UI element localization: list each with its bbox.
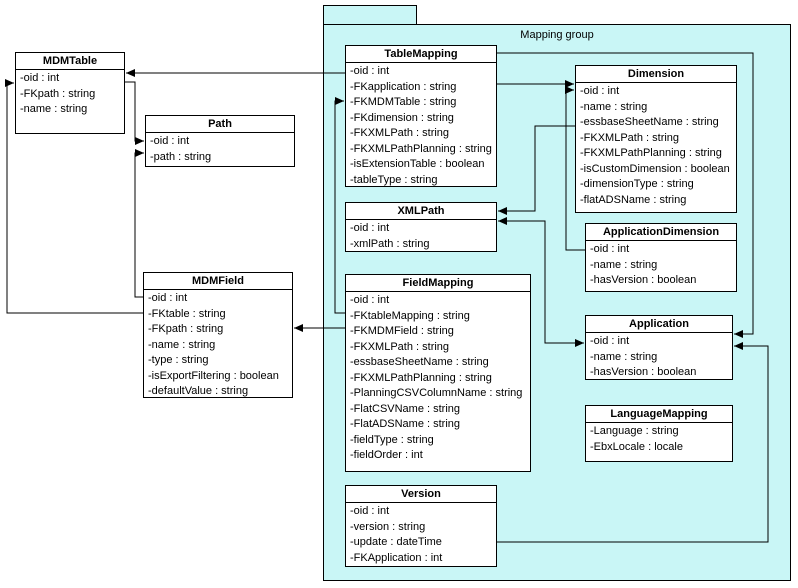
class-attribute: -FKtableMapping : string [350,309,470,322]
class-attribute: -version : string [350,520,426,533]
class-attribute: -oid : int [20,72,60,84]
mapping-group-package-tab[interactable] [323,5,417,25]
class-attributes: -oid : int -FKtable : string -FKpath : str… [144,290,292,400]
class-attribute: -oid : int [350,222,390,234]
class-attribute: -FKXMLPath : string [350,127,450,139]
class-title[interactable]: MDMTable [16,53,124,70]
class-attribute: -FlatCSVName : string [350,402,461,415]
class-attribute: -EbxLocale : locale [590,440,683,453]
class-attribute: -hasVersion : boolean [590,274,697,286]
class-tablemapping[interactable]: TableMapping -oid : int -FKapplication : s… [345,45,497,187]
class-attribute: -FKXMLPathPlanning : string [350,142,492,155]
class-attributes: -oid : int -FKtableMapping : string -FKMDM… [346,292,530,464]
class-attribute: -flatADSName : string [580,193,687,206]
class-attributes: -oid : int -FKapplication : string -FKMDMT… [346,63,496,188]
class-mdmtable[interactable]: MDMTable -oid : int -FKpath : string -name … [15,52,125,134]
class-attributes: -oid : int -name : string -hasVersion : bo… [586,333,732,381]
class-title[interactable]: LanguageMapping [586,406,732,423]
class-applicationdimension[interactable]: ApplicationDimension -oid : int -name : st… [585,223,737,292]
class-attribute: -oid : int [580,85,620,97]
class-attribute: -name : string [590,350,658,363]
class-title[interactable]: MDMField [144,273,292,290]
class-attribute: -xmlPath : string [350,237,430,250]
class-attribute: -oid : int [150,135,190,147]
class-attributes: -Language : string -EbxLocale : locale [586,423,732,455]
class-attribute: -fieldOrder : int [350,449,423,461]
class-title[interactable]: ApplicationDimension [586,224,736,241]
class-title[interactable]: Dimension [576,66,736,83]
class-attributes: -oid : int -name : string -hasVersion : bo… [586,241,736,289]
class-attribute: -isCustomDimension : boolean [580,162,730,175]
mdmtable-fkpath-to-path [125,81,144,145]
class-attribute: -FKXMLPath : string [350,340,450,353]
class-attribute: -oid : int [350,65,390,77]
class-attribute: -FKpath : string [20,87,96,100]
class-attribute: -FKpath : string [148,323,224,335]
class-attribute: -FKApplication : int [350,551,443,564]
class-attribute: -dimensionType : string [580,178,694,190]
class-attributes: -oid : int -FKpath : string -name : string [16,70,124,118]
class-attribute: -update : dateTime [350,536,442,548]
class-attribute: -oid : int [350,294,390,306]
class-attribute: -type : string [148,354,209,366]
class-path[interactable]: Path -oid : int -path : string [145,115,295,167]
class-attribute: -oid : int [148,292,188,304]
class-attribute: -oid : int [590,335,630,347]
class-attribute: -FKdimension : string [350,111,454,124]
class-attribute: -name : string [20,103,88,115]
class-attribute: -path : string [150,150,212,163]
class-xmlpath[interactable]: XMLPath -oid : int -xmlPath : string [345,202,497,252]
class-title[interactable]: FieldMapping [346,275,530,292]
class-attribute: -FKXMLPathPlanning : string [580,147,722,159]
class-attribute: -Language : string [590,425,679,437]
class-attribute: -FKapplication : string [350,80,457,93]
class-application[interactable]: Application -oid : int -name : string -hasV… [585,315,733,380]
class-attribute: -name : string [590,258,658,271]
class-attributes: -oid : int -version : string -update : dat… [346,503,496,566]
class-attribute: -oid : int [350,505,390,517]
class-attribute: -PlanningCSVColumnName : string [350,387,523,399]
class-fieldmapping[interactable]: FieldMapping -oid : int -FKtableMapping : … [345,274,531,472]
class-attribute: -isExportFiltering : boolean [148,369,279,382]
class-attributes: -oid : int -path : string [146,133,294,165]
class-attribute: -hasVersion : boolean [590,366,697,378]
class-attribute: -FlatADSName : string [350,418,461,430]
package-title: Mapping group [520,29,594,41]
class-title[interactable]: Version [346,486,496,503]
class-mdmfield[interactable]: MDMField -oid : int -FKtable : string -FKpa… [143,272,293,398]
class-languagemapping[interactable]: LanguageMapping -Language : string -EbxLoc… [585,405,733,462]
class-attribute: -essbaseSheetName : string [350,356,489,368]
class-attribute: -isExtensionTable : boolean [350,158,485,170]
class-attribute: -FKMDMField : string [350,325,454,337]
class-attribute: -name : string [580,100,648,113]
class-title[interactable]: Application [586,316,732,333]
class-title[interactable]: Path [146,116,294,133]
class-title[interactable]: TableMapping [346,46,496,63]
class-attribute: -FKtable : string [148,307,226,320]
class-attribute: -oid : int [590,243,630,255]
class-attribute: -FKXMLPathPlanning : string [350,371,492,384]
class-attribute: -name : string [148,338,216,351]
class-attributes: -oid : int -name : string -essbaseSheetNam… [576,83,736,208]
class-attributes: -oid : int -xmlPath : string [346,220,496,252]
class-attribute: -tableType : string [350,173,438,186]
class-version[interactable]: Version -oid : int -version : string -updat… [345,485,497,567]
class-attribute: -FKMDMTable : string [350,96,457,108]
class-attribute: -essbaseSheetName : string [580,116,719,128]
class-dimension[interactable]: Dimension -oid : int -name : string -essbas… [575,65,737,213]
class-attribute: -defaultValue : string [148,385,249,397]
class-attribute: -FKXMLPath : string [580,131,680,144]
class-attribute: -fieldType : string [350,433,434,446]
class-title[interactable]: XMLPath [346,203,496,220]
